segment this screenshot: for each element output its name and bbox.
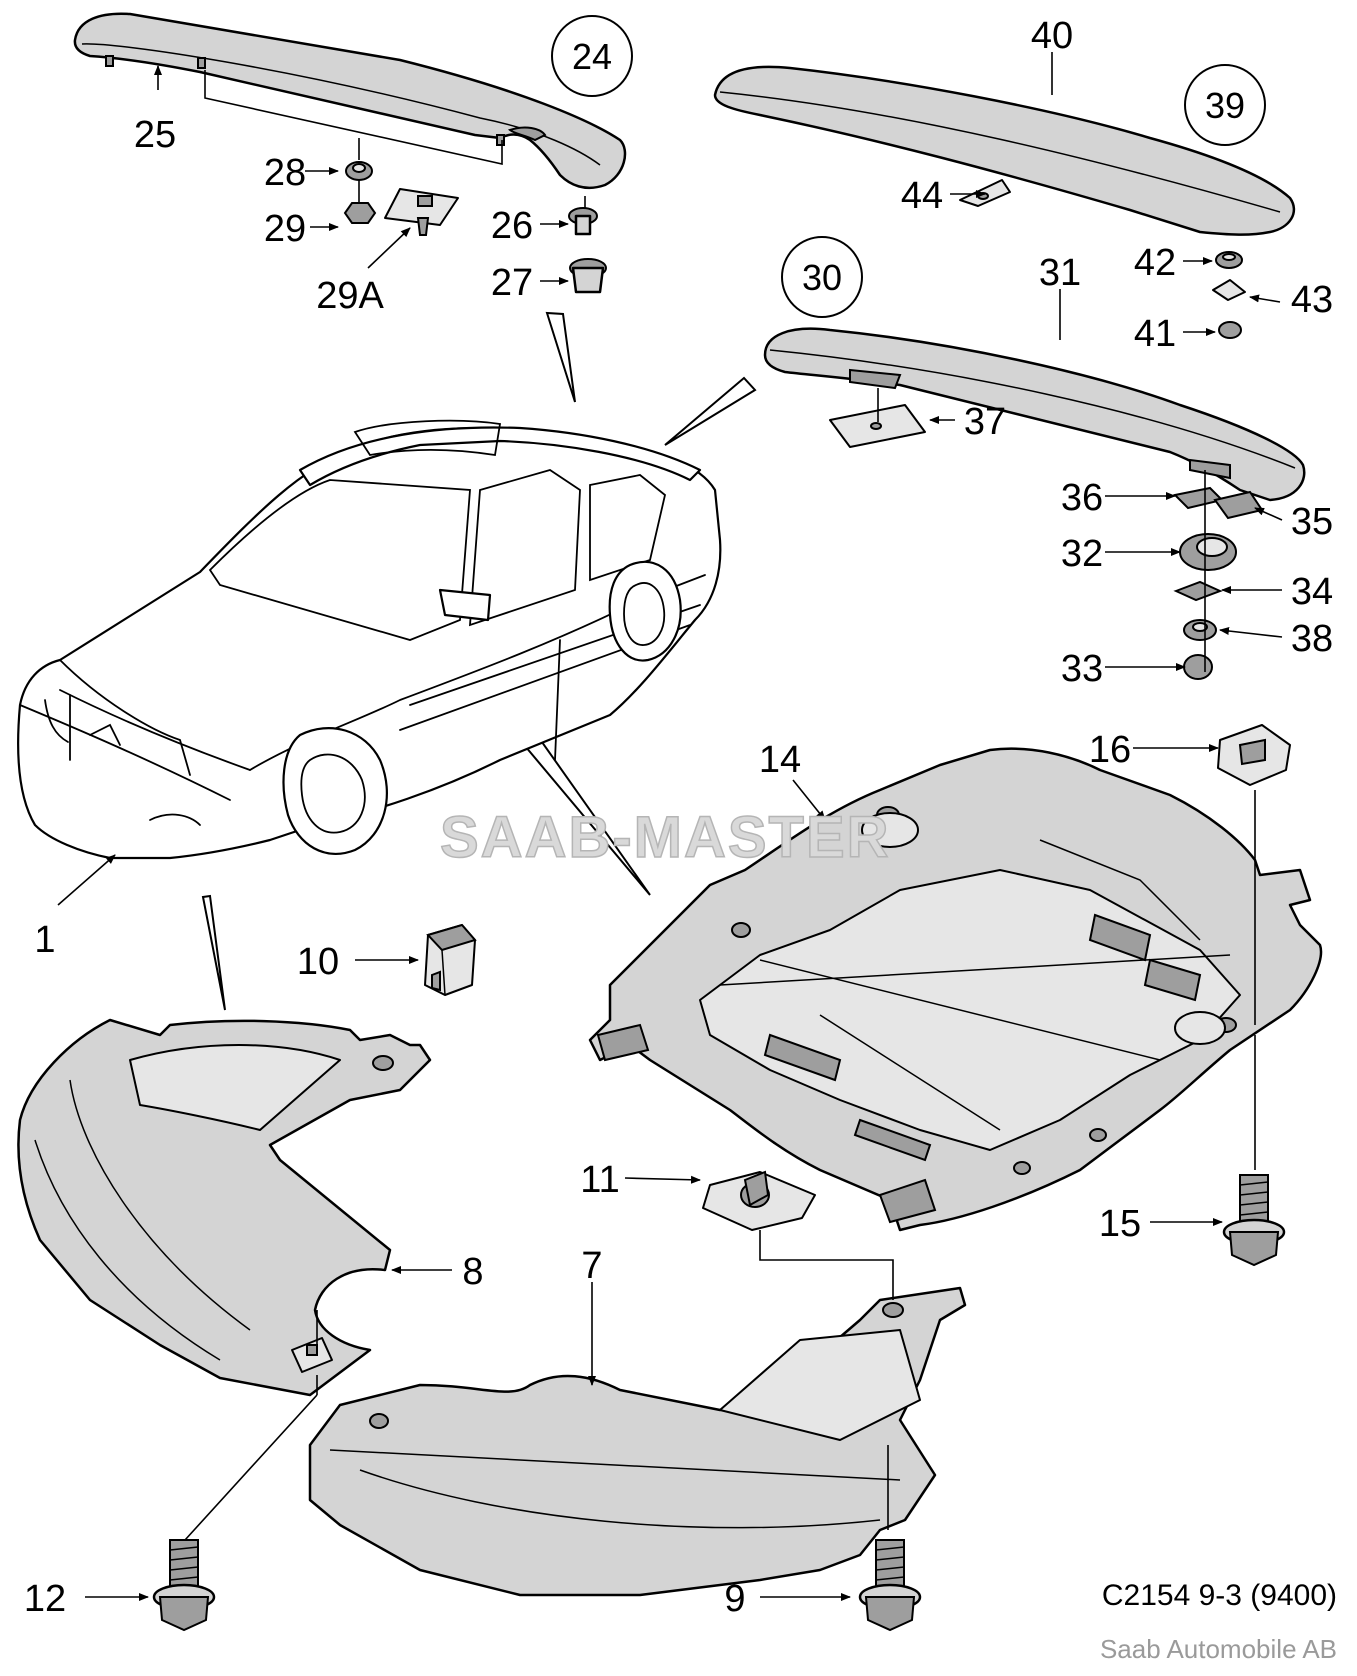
bolt-part-12 [152, 1539, 216, 1632]
underbody-shield-part-14 [588, 747, 1323, 1232]
callout-8: 8 [462, 1251, 483, 1293]
callout-7: 7 [581, 1245, 602, 1287]
callout-40: 40 [1031, 15, 1073, 57]
nut-part-38 [1183, 619, 1217, 641]
shield-part-7 [308, 1286, 967, 1597]
washer-part-43 [1212, 279, 1246, 301]
callout-36: 36 [1061, 477, 1103, 519]
callout-16: 16 [1089, 729, 1131, 771]
car-part-1 [17, 419, 722, 860]
callout-35: 35 [1291, 501, 1333, 543]
grommet-part-32 [1179, 533, 1237, 571]
grommet-part-27 [569, 258, 607, 294]
callout-9: 9 [724, 1578, 745, 1620]
callout-30: 30 [802, 257, 842, 298]
spoiler-part-30 [763, 327, 1306, 502]
callout-41: 41 [1134, 313, 1176, 355]
nut-part-42 [1215, 251, 1243, 269]
circle-ref-30 [781, 236, 863, 318]
callout-12: 12 [24, 1578, 66, 1620]
callout-31: 31 [1039, 252, 1081, 294]
callout-27: 27 [491, 262, 533, 304]
callout-38: 38 [1291, 618, 1333, 660]
shield-part-8 [17, 1018, 432, 1397]
callout-11: 11 [580, 1159, 619, 1201]
callout-32: 32 [1061, 533, 1103, 575]
pad-part-44 [959, 179, 1011, 207]
callout-42: 42 [1134, 242, 1176, 284]
callout-29a: 29A [316, 275, 384, 317]
callout-29: 29 [264, 208, 306, 250]
nut-part-33 [1183, 654, 1213, 680]
clip-part-29a [384, 188, 459, 236]
nut-part-41 [1218, 321, 1242, 339]
nut-part-29 [343, 202, 377, 224]
spoiler-part-24 [73, 12, 627, 190]
nut-part-28 [345, 161, 373, 181]
clip-part-11 [702, 1170, 816, 1231]
callout-1: 1 [34, 919, 55, 961]
callout-28: 28 [264, 152, 306, 194]
copyright: Saab Automobile AB [1100, 1634, 1337, 1664]
pointer-wedge [201, 894, 226, 1011]
circle-ref-39 [1184, 64, 1266, 146]
clip-part-16 [1217, 724, 1291, 786]
callout-10: 10 [297, 941, 339, 983]
callout-37: 37 [964, 401, 1006, 443]
callout-15: 15 [1099, 1203, 1141, 1245]
callout-39: 39 [1205, 85, 1245, 126]
pointer-wedge [664, 376, 757, 446]
pointer-wedge [545, 311, 576, 403]
circle-ref-24 [551, 15, 633, 97]
stud-part-26 [568, 207, 598, 236]
callout-14: 14 [759, 739, 801, 781]
clip-part-10 [424, 923, 477, 996]
callout-26: 26 [491, 205, 533, 247]
callout-24: 24 [572, 36, 612, 77]
spoiler-part-39 [713, 65, 1296, 236]
bolt-part-15 [1222, 1174, 1286, 1267]
diagram-reference: C2154 9-3 (9400) [1102, 1579, 1337, 1612]
callout-34: 34 [1291, 571, 1333, 613]
callout-44: 44 [901, 175, 943, 217]
callout-33: 33 [1061, 648, 1103, 690]
callout-43: 43 [1291, 279, 1333, 321]
plate-part-36 [1172, 486, 1224, 510]
watermark: SAAB-MASTER [440, 805, 891, 870]
bolt-part-9 [858, 1539, 922, 1632]
pad-part-37 [829, 404, 926, 448]
callout-25: 25 [134, 114, 176, 156]
washer-part-34 [1173, 580, 1223, 602]
